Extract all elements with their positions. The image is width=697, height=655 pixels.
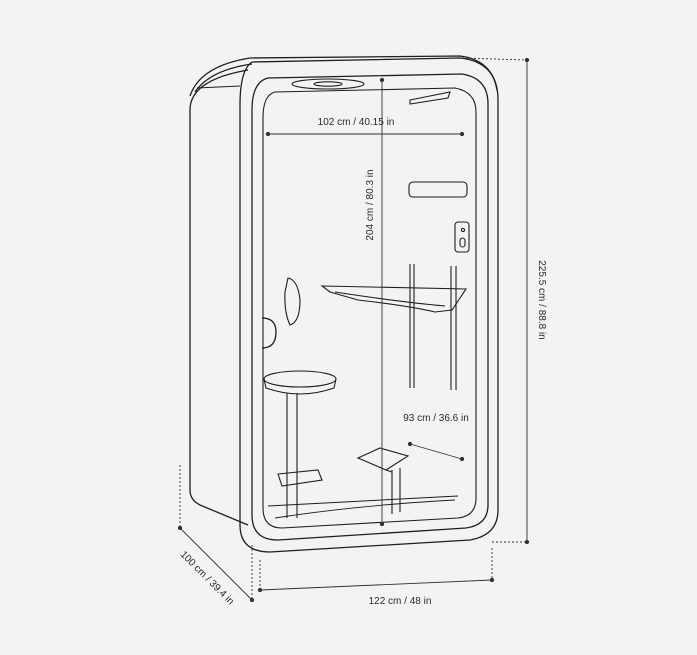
light-strip <box>408 181 468 198</box>
outer-depth-label: 100 cm / 39.4 in <box>178 549 236 607</box>
table-top <box>320 285 468 313</box>
outer-width-label: 122 cm / 48 in <box>369 596 432 607</box>
booth-body <box>189 55 499 553</box>
outer-height-label: 225.5 cm / 88.8 in <box>536 260 547 340</box>
inner-width-label: 102 cm / 40.15 in <box>318 117 395 128</box>
stool-seat <box>263 370 337 388</box>
socket-panel <box>454 221 470 253</box>
inner-height-label: 204 cm / 80.3 in <box>365 169 376 240</box>
booth-interior <box>263 78 470 518</box>
inner-depth-label: 93 cm / 36.6 in <box>403 413 469 424</box>
stool-foot-ring <box>277 469 323 487</box>
wall-mirror <box>284 277 301 326</box>
ventilation-grille <box>409 91 451 105</box>
dimension-lines <box>177 57 530 603</box>
footrest <box>356 447 410 471</box>
ceiling-light <box>291 78 365 90</box>
